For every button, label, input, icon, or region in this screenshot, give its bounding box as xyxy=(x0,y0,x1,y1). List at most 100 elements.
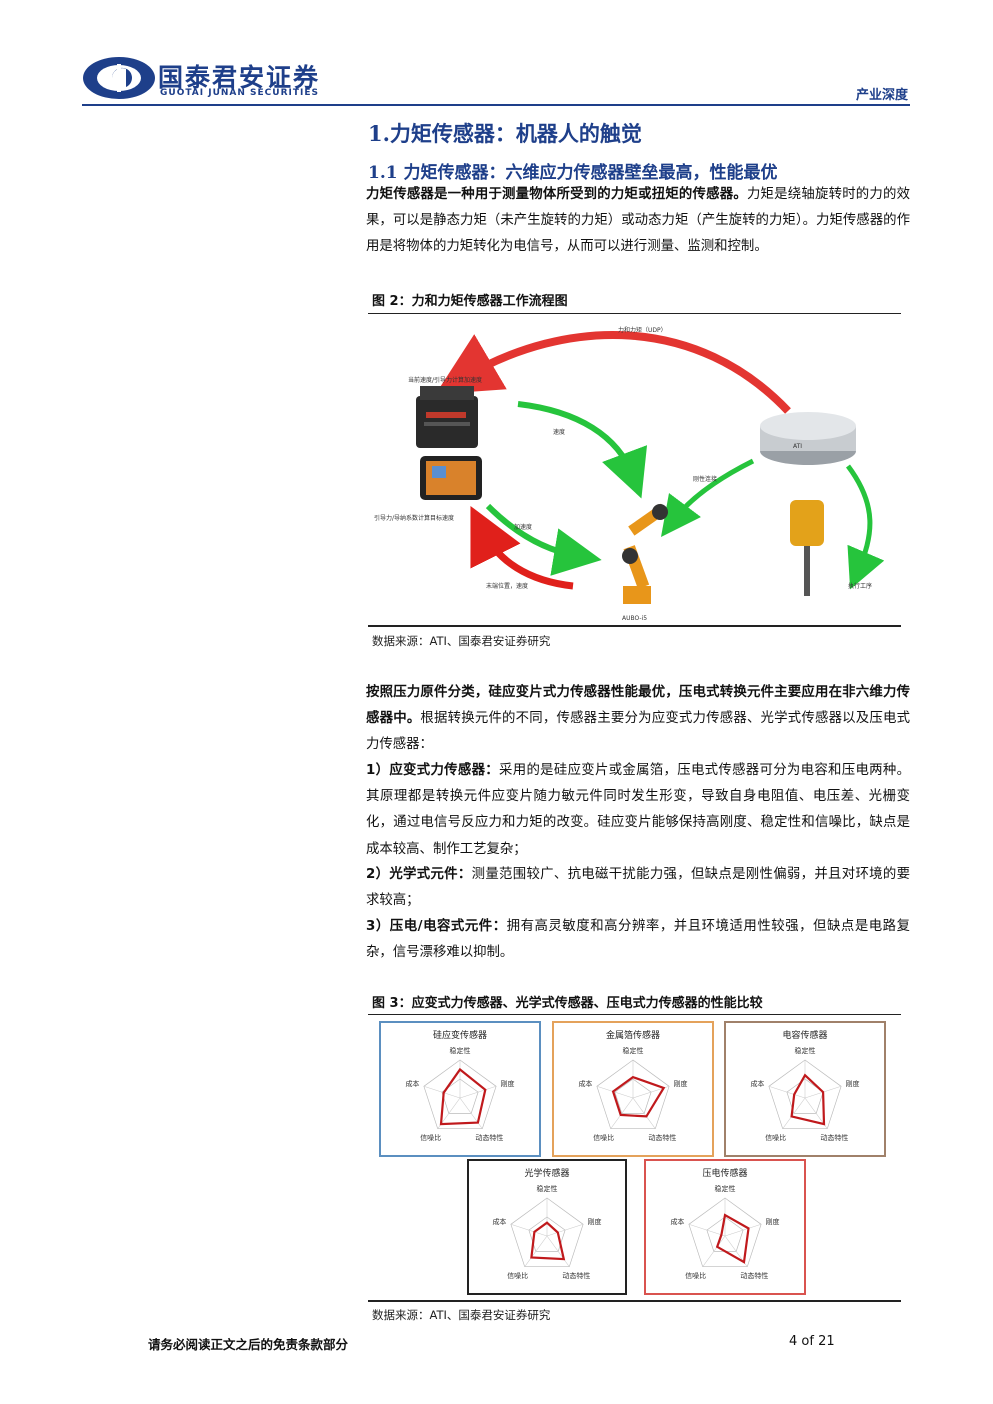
classification-body: 根据转换元件的不同，传感器主要分为应变式力传感器、光学式传感器以及压电式力传感器… xyxy=(366,711,910,753)
intro-lead: 力矩传感器是一种用于测量物体所受到的力矩或扭矩的传感器。 xyxy=(366,187,747,202)
tool-image xyxy=(790,500,824,596)
figure3-radar-grid: 硅应变传感器稳定性刚度动态特性信噪比成本金属箔传感器稳定性刚度动态特性信噪比成本… xyxy=(375,1018,895,1298)
radar-value-polygon xyxy=(439,1067,487,1126)
controller-image xyxy=(416,386,478,448)
teach-pendant-image xyxy=(420,456,482,500)
header-divider xyxy=(82,104,910,106)
red-arrow-end xyxy=(470,505,574,590)
radar-spoke xyxy=(459,1085,497,1099)
figure2-top-rule xyxy=(368,313,901,314)
subsection-heading: 1.1 力矩传感器：六维应力传感器壁垒最高，性能最优 xyxy=(368,163,778,183)
figure2-diagram: ATI 力和力矩（UDP） 当前速度/引导力计算加速度 速度 刚性连接 引导力/… xyxy=(368,316,901,624)
figure3-bottom-rule xyxy=(368,1300,901,1302)
radar-axis-label: 动态特性 xyxy=(740,1271,768,1280)
list-item-1: 1）应变式力传感器：采用的是硅应变片或金属箔，压电式传感器可分为电容和压电两种。… xyxy=(366,763,910,857)
radar-value-polygon xyxy=(530,1221,566,1261)
radar-axis-label: 刚度 xyxy=(501,1079,515,1088)
radar-spoke xyxy=(724,1223,762,1237)
radar-axis-label: 信噪比 xyxy=(593,1133,614,1142)
radar-ring xyxy=(688,1197,762,1268)
radar-axis-label: 信噪比 xyxy=(685,1271,706,1280)
radar-spoke xyxy=(782,1097,806,1129)
radar-ring xyxy=(423,1059,497,1130)
label-speed: 速度 xyxy=(553,428,565,436)
radar-title: 光学传感器 xyxy=(524,1167,569,1179)
report-type-tag: 产业深度 xyxy=(855,88,908,103)
radar-axis-label: 信噪比 xyxy=(765,1133,786,1142)
green-arrow-tool xyxy=(845,464,885,590)
radar-axis-label: 稳定性 xyxy=(623,1046,644,1055)
radar-ring xyxy=(528,1216,566,1252)
classification-lead: 按照压力原件分类，硅应变片式力传感器性能最优，压电式转换元件主要应用在非六维力传… xyxy=(366,685,910,727)
radar-spoke xyxy=(768,1085,806,1099)
radar-spoke xyxy=(702,1235,726,1267)
label-force-torque: 力和力矩（UDP） xyxy=(618,326,667,334)
radar-title: 硅应变传感器 xyxy=(433,1029,487,1041)
radar-value-polygon xyxy=(611,1075,666,1118)
list-item-3: 3）压电/电容式元件：拥有高灵敏度和高分辨率，并且环境适用性较强，但缺点是电路复… xyxy=(366,919,910,961)
classification-paragraph: 按照压力原件分类，硅应变片式力传感器性能最优，压电式转换元件主要应用在非六维力传… xyxy=(366,680,910,759)
radar-axis-label: 刚度 xyxy=(674,1079,688,1088)
label-pendant: 引导力/导纳系数计算目标速度 xyxy=(374,514,454,522)
radar-axis-label: 成本 xyxy=(750,1079,764,1088)
radar-spoke xyxy=(423,1085,461,1099)
radar-axis-label: 稳定性 xyxy=(715,1184,736,1193)
radar-value-polygon xyxy=(715,1213,750,1264)
radar-ring xyxy=(510,1197,584,1268)
label-end: 末端位置，速度 xyxy=(486,582,528,590)
radar-axis-label: 成本 xyxy=(670,1217,684,1226)
radar-axis-label: 稳定性 xyxy=(795,1046,816,1055)
radar-spoke xyxy=(596,1085,634,1099)
radar-ring xyxy=(596,1059,670,1130)
radar-title: 压电传感器 xyxy=(702,1167,747,1179)
green-arrow-accel xyxy=(485,503,602,576)
radar-axis-label: 成本 xyxy=(578,1079,592,1088)
radar-axis-label: 刚度 xyxy=(588,1217,602,1226)
label-controller: 当前速度/引导力计算加速度 xyxy=(408,376,482,384)
radar-axis-label: 动态特性 xyxy=(562,1271,590,1280)
radar-axis-label: 信噪比 xyxy=(420,1133,441,1142)
company-name-en: GUOTAI JUNAN SECURITIES xyxy=(160,88,319,98)
radar-spoke xyxy=(510,1223,548,1237)
radar-title: 电容传感器 xyxy=(782,1029,827,1041)
radar-title: 金属箔传感器 xyxy=(606,1029,660,1041)
radar-spoke xyxy=(546,1235,570,1267)
green-arrow-rigid xyxy=(660,458,755,537)
radar-spoke xyxy=(524,1235,548,1267)
radar-axis-label: 稳定性 xyxy=(450,1046,471,1055)
figure3-title: 图 3：应变式力传感器、光学式传感器、压电式力传感器的性能比较 xyxy=(372,996,763,1011)
intro-body: 力矩是绕轴旋转时的力的效果，可以是静态力矩（未产生旋转的力矩）或动态力矩（产生旋… xyxy=(366,187,911,255)
radar-value-polygon xyxy=(790,1073,826,1126)
figure3-source: 数据来源：ATI、国泰君安证券研究 xyxy=(372,1308,551,1322)
label-tool: 执行工序 xyxy=(848,582,872,590)
radar-axis-label: 成本 xyxy=(492,1217,506,1226)
radar-spoke xyxy=(546,1223,584,1237)
radar-spoke xyxy=(610,1097,634,1129)
radar-spoke xyxy=(688,1223,726,1237)
page-number: 4 of 21 xyxy=(789,1334,835,1349)
force-sensor-image: ATI xyxy=(760,412,856,465)
sensor-brand-label: ATI xyxy=(793,443,802,450)
radar-spoke xyxy=(632,1097,656,1129)
figure2-source: 数据来源：ATI、国泰君安证券研究 xyxy=(372,634,551,648)
label-rigid: 刚性连接 xyxy=(693,475,717,483)
figure3-top-rule xyxy=(368,1014,901,1015)
green-arrow-speed xyxy=(517,401,648,499)
figure2-title: 图 2：力和力矩传感器工作流程图 xyxy=(372,294,568,309)
logo-mark-icon xyxy=(83,57,155,99)
radar-ring xyxy=(768,1059,842,1130)
label-accel: 加速度 xyxy=(514,523,532,531)
radar-ring xyxy=(614,1078,652,1114)
figure2-bottom-rule xyxy=(368,625,901,627)
robot-arm-image xyxy=(622,503,668,604)
section-heading: 1.力矩传感器：机器人的触觉 xyxy=(368,121,642,146)
radar-axis-label: 稳定性 xyxy=(537,1184,558,1193)
label-robot: AUBO-i5 xyxy=(622,615,647,622)
radar-axis-label: 刚度 xyxy=(846,1079,860,1088)
red-arrow-top xyxy=(435,330,791,414)
